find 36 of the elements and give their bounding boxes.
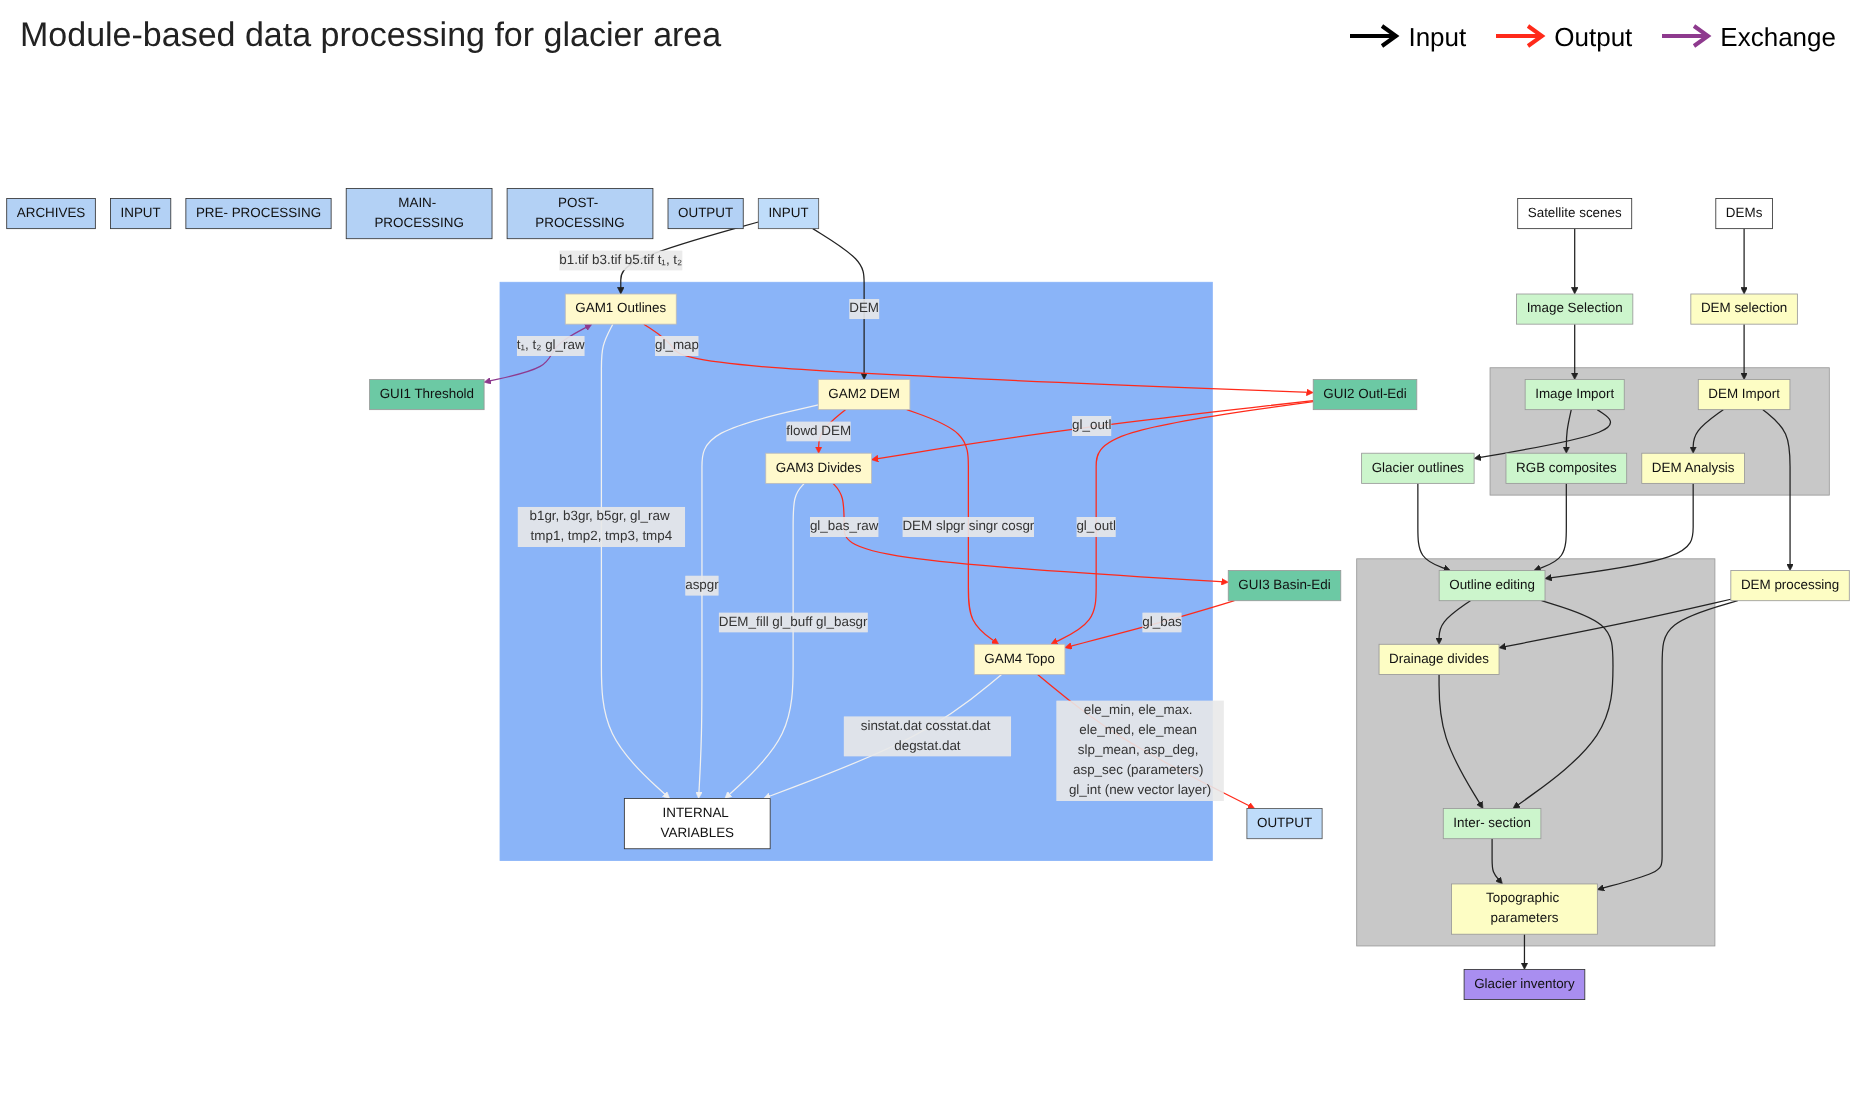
cluster bbox=[1489, 367, 1830, 496]
legend-label: Input bbox=[1408, 21, 1467, 51]
arrow bbox=[1435, 600, 1472, 645]
arrow bbox=[1544, 482, 1694, 582]
arrow bbox=[483, 324, 593, 385]
legend-label: Output bbox=[1554, 21, 1633, 51]
legend-label: Exchange bbox=[1720, 21, 1836, 51]
arrow bbox=[1562, 409, 1572, 454]
arrow bbox=[1740, 228, 1748, 295]
arrow bbox=[1438, 673, 1484, 809]
arrow bbox=[695, 404, 819, 799]
arrow bbox=[600, 323, 670, 799]
arrow bbox=[812, 228, 868, 380]
arrow bbox=[1512, 600, 1614, 809]
arrow bbox=[1520, 933, 1529, 970]
arrow bbox=[871, 399, 1314, 463]
arrow bbox=[1050, 401, 1314, 645]
arrow bbox=[1571, 323, 1579, 380]
arrow bbox=[1533, 482, 1567, 572]
arrow bbox=[1491, 838, 1503, 885]
arrow bbox=[1064, 600, 1236, 650]
arrow bbox=[906, 409, 999, 645]
arrow bbox=[724, 482, 805, 799]
arrow bbox=[643, 323, 1314, 396]
arrow bbox=[1597, 600, 1739, 892]
arrow bbox=[1473, 409, 1612, 461]
arrow bbox=[1740, 323, 1748, 380]
arrow bbox=[1417, 482, 1451, 572]
arrow bbox=[1762, 409, 1794, 571]
arrow bbox=[1689, 409, 1724, 454]
arrow bbox=[832, 482, 1229, 586]
diagram-title: Module-based data processing for glacier area bbox=[20, 16, 722, 56]
arrow bbox=[1498, 598, 1732, 651]
cluster bbox=[1356, 558, 1716, 947]
arrow bbox=[1571, 228, 1579, 295]
cluster bbox=[499, 281, 1213, 861]
